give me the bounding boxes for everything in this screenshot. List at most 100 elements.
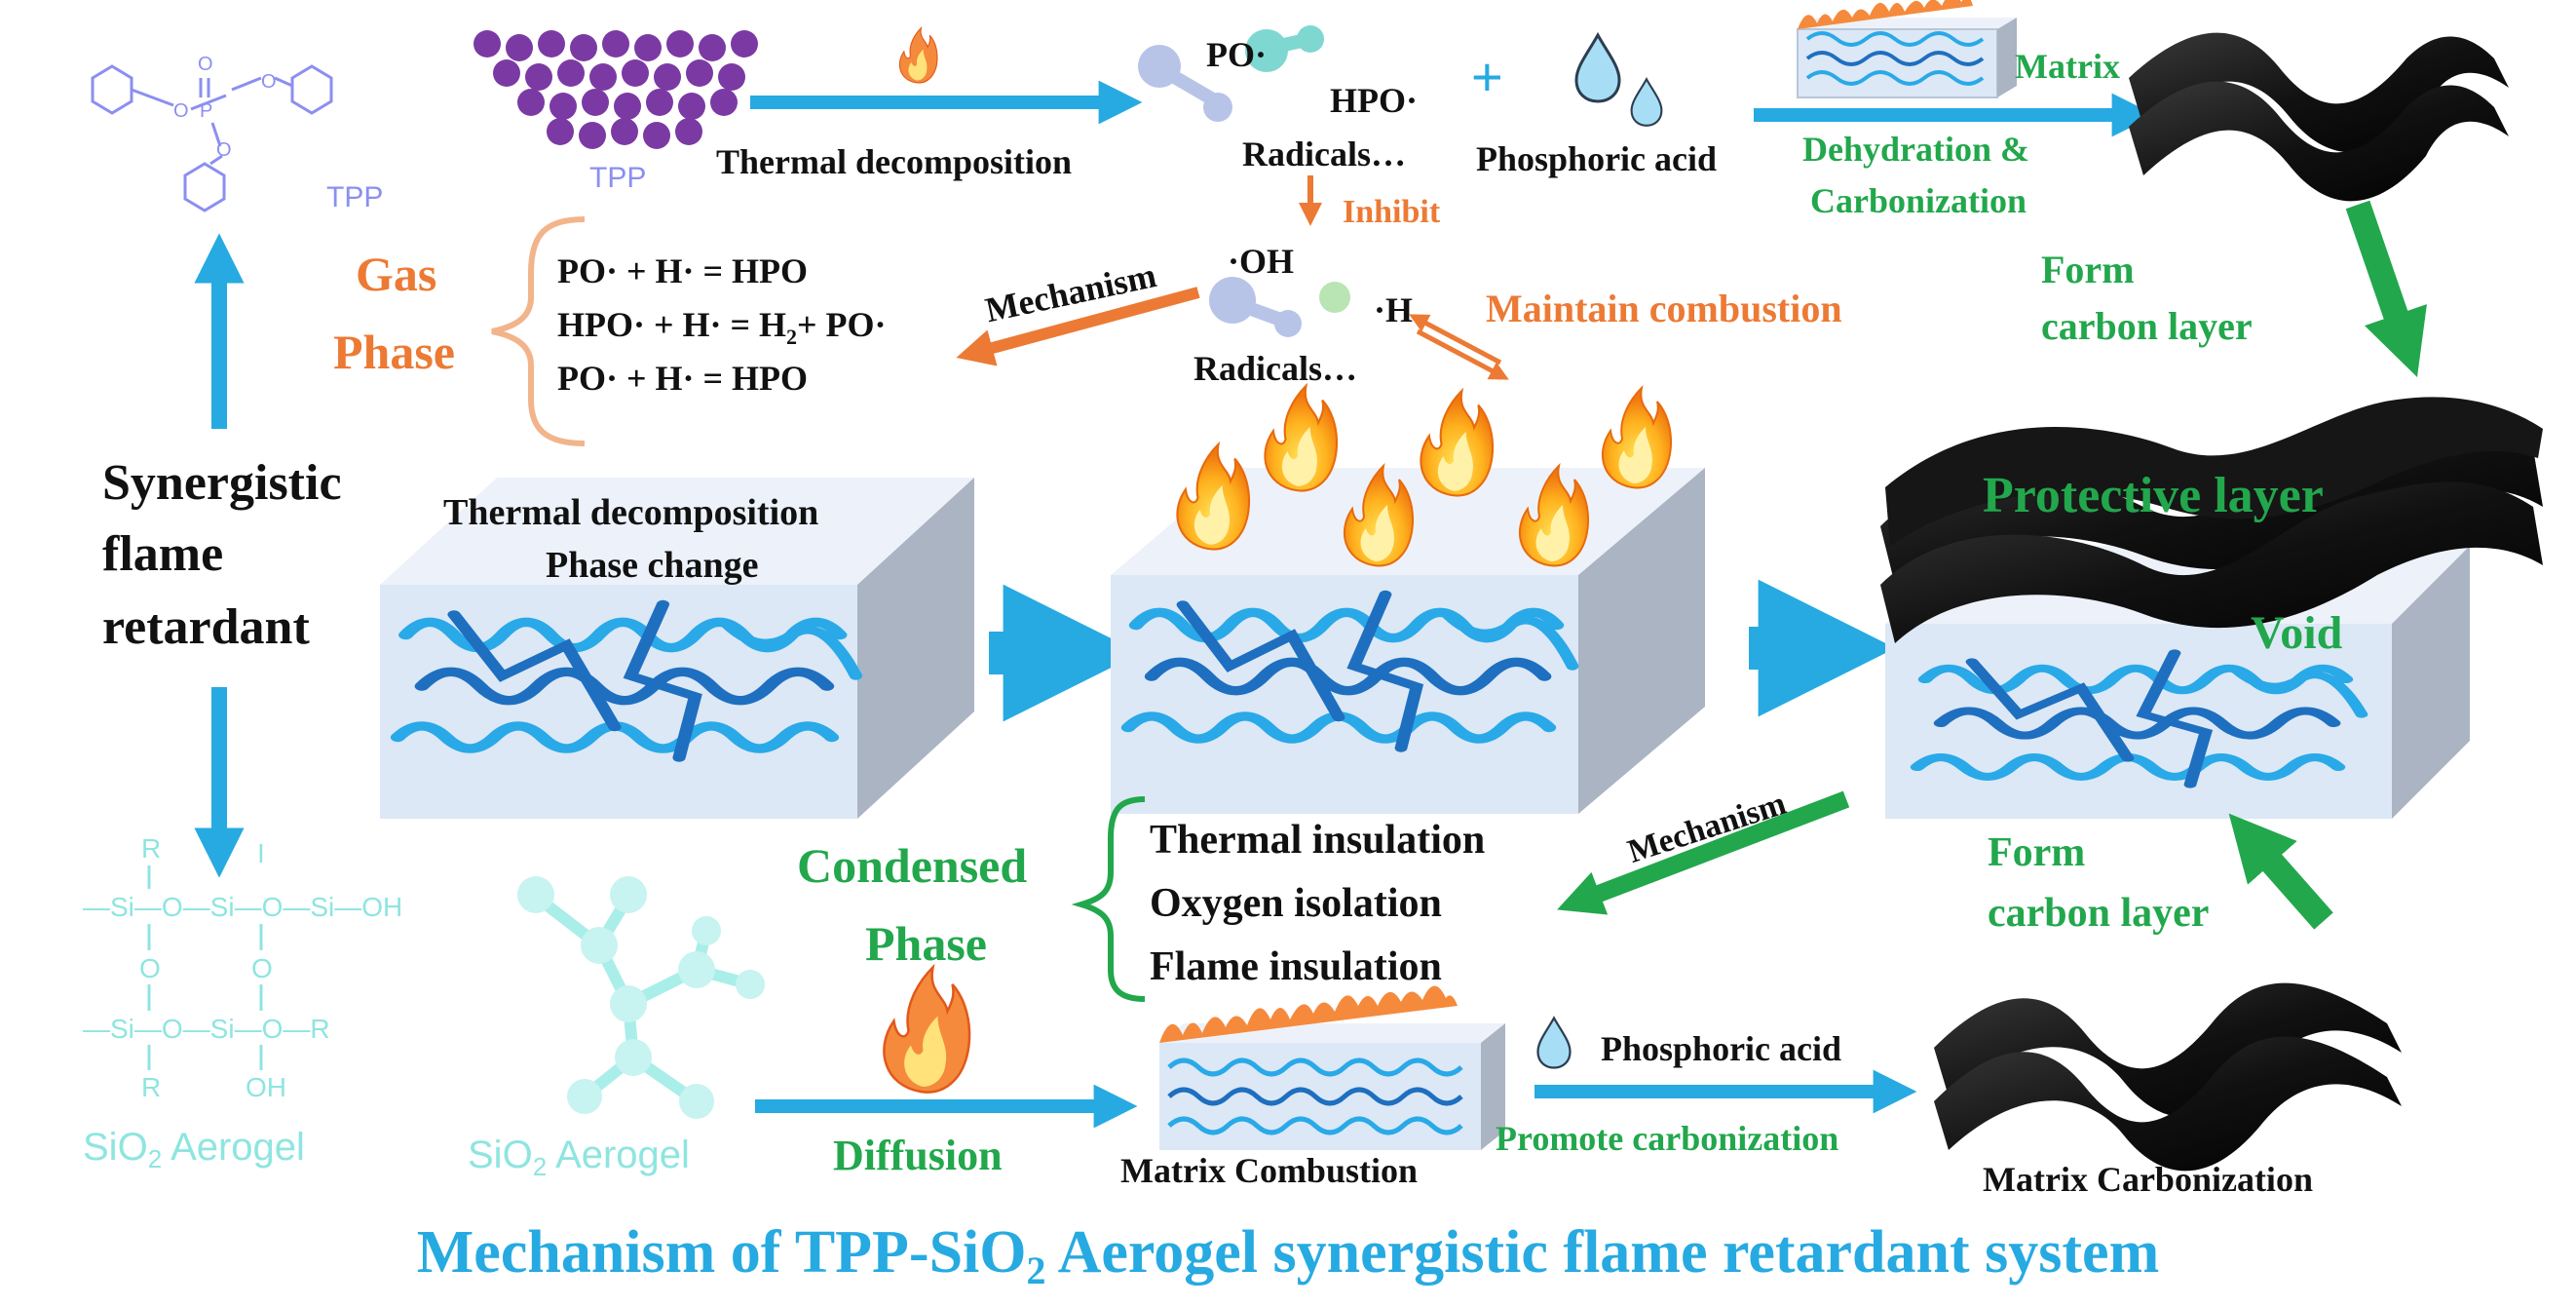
radical-po: PO· xyxy=(1206,35,1267,74)
oxygen-isolation: Oxygen isolation xyxy=(1150,881,1442,926)
radical-h: ·H xyxy=(1374,290,1413,329)
phosphoric-acid-top-label: Phosphoric acid xyxy=(1476,139,1717,178)
radical-hpo: HPO· xyxy=(1330,81,1418,120)
tpp-particle xyxy=(654,63,681,91)
tpp-o-double: O xyxy=(198,54,213,75)
svg-text:—Si—O—Si—O—Si—OH: —Si—O—Si—O—Si—OH xyxy=(83,892,402,922)
tpp-structure-label: TPP xyxy=(326,181,383,213)
svg-text:O: O xyxy=(139,953,161,983)
arrow-mechanism-bottom xyxy=(1557,790,1850,915)
svg-text:—Si—O—Si—O—R: —Si—O—Si—O—R xyxy=(83,1014,330,1044)
matrix-block-1 xyxy=(380,478,974,819)
condensed-phase-line2: Phase xyxy=(865,916,987,971)
sio2-structure-bonds xyxy=(147,865,263,1070)
tpp-particle xyxy=(582,89,609,116)
thermal-insulation: Thermal insulation xyxy=(1150,818,1485,863)
tpp-particle xyxy=(570,34,597,61)
phosphoric-acid-icon xyxy=(1574,33,1663,127)
tpp-particle xyxy=(525,63,552,91)
phosphoric-acid-drop-icon xyxy=(1536,1017,1572,1069)
arrow-mechanism-top xyxy=(956,287,1200,366)
svg-text:OH: OH xyxy=(246,1072,286,1102)
block-label-line1: Thermal decomposition xyxy=(443,492,818,533)
sio2-structure-label: SiO2 Aerogel xyxy=(83,1126,305,1173)
radicals-mid-label: Radicals… xyxy=(1193,349,1357,388)
arrow-maintain-forward xyxy=(1416,328,1509,380)
tpp-particle xyxy=(710,89,738,116)
form-carbon-bottom-line1: Form xyxy=(1988,830,2085,875)
form-carbon-bottom-line2: carbon layer xyxy=(1988,891,2209,936)
mechanism-top-label: Mechanism xyxy=(982,255,1159,329)
dehydration-line2: Carbonization xyxy=(1810,181,2027,220)
form-carbon-top-line1: Form xyxy=(2041,248,2135,291)
tpp-particle xyxy=(493,59,520,87)
maintain-combustion-label: Maintain combustion xyxy=(1486,287,1842,330)
svg-text:R: R xyxy=(141,1072,161,1102)
reaction-1: PO· + H· = HPO xyxy=(557,251,808,290)
tpp-particle xyxy=(474,30,501,58)
svg-text:O: O xyxy=(251,953,273,983)
tpp-particle xyxy=(589,63,617,91)
tpp-particle xyxy=(506,34,533,61)
tpp-o-right: O xyxy=(261,71,277,93)
arrow-form-carbon-bottom xyxy=(2228,813,2333,930)
dehydration-line1: Dehydration & xyxy=(1802,130,2029,169)
reaction-3: PO· + H· = HPO xyxy=(557,359,808,398)
reaction-2: HPO· + H· = H2+ PO· xyxy=(557,305,887,349)
matrix-combustion-label: Matrix Combustion xyxy=(1120,1151,1418,1190)
phosphoric-acid-bottom-label: Phosphoric acid xyxy=(1601,1029,1841,1068)
tpp-particle xyxy=(549,93,577,120)
tpp-particle xyxy=(611,118,638,145)
arrow-maintain-back xyxy=(1409,314,1502,365)
tpp-particle xyxy=(643,122,670,149)
matrix-carbonization-label: Matrix Carbonization xyxy=(1983,1160,2313,1199)
carbon-layer-bottom xyxy=(1934,982,2402,1172)
tpp-particles-label: TPP xyxy=(589,162,646,194)
void-label: Void xyxy=(2251,607,2343,659)
matrix-combustion-block xyxy=(1159,985,1505,1150)
plus-sign: + xyxy=(1471,46,1503,107)
tpp-structure xyxy=(91,64,333,212)
flame-icon-bottom xyxy=(883,966,971,1094)
gas-phase-brace xyxy=(491,216,586,446)
tpp-particle xyxy=(675,118,702,145)
figure-title: Mechanism of TPP-SiO2 Aerogel synergisti… xyxy=(417,1219,2159,1292)
tpp-o-left: O xyxy=(173,100,189,122)
tpp-particle xyxy=(666,30,694,58)
tpp-particle xyxy=(731,30,758,58)
tpp-particles xyxy=(474,30,758,149)
tpp-particle xyxy=(517,89,545,116)
protective-layer-label: Protective layer xyxy=(1983,468,2324,523)
sio2-structure: —Si—O—Si—O—Si—OH —Si—O—Si—O—R R I O O R … xyxy=(83,833,402,1102)
block-label-line2: Phase change xyxy=(546,545,759,586)
svg-text:I: I xyxy=(257,838,265,868)
sio2-molecule-icon xyxy=(517,876,765,1119)
condensed-phase-line1: Condensed xyxy=(797,838,1027,893)
gas-phase-line2: Phase xyxy=(333,325,455,379)
radicals-molecule-icon xyxy=(1138,25,1324,122)
synergistic-line2: flame xyxy=(102,526,223,582)
tpp-particle xyxy=(602,30,629,58)
tpp-particle xyxy=(547,118,574,145)
condensed-phase-brace xyxy=(1071,796,1146,1002)
flame-insulation: Flame insulation xyxy=(1150,944,1442,989)
diffusion-label: Diffusion xyxy=(833,1132,1003,1179)
tpp-particle xyxy=(686,59,713,87)
tpp-p: P xyxy=(200,100,212,122)
arrow-form-carbon-top xyxy=(2345,200,2427,377)
tpp-particle xyxy=(699,34,726,61)
gas-phase-line1: Gas xyxy=(356,247,436,301)
radicals-oh-h-icon xyxy=(1209,277,1350,337)
flame-icon xyxy=(898,27,938,84)
tpp-particle xyxy=(538,30,565,58)
form-carbon-top-line2: carbon layer xyxy=(2041,304,2253,348)
synergistic-line1: Synergistic xyxy=(102,455,342,511)
tpp-particle xyxy=(646,89,673,116)
radical-oh: ·OH xyxy=(1228,242,1294,281)
burning-matrix-block-top xyxy=(1797,0,2017,98)
carbon-layer-top xyxy=(2129,32,2509,202)
tpp-particle xyxy=(622,59,649,87)
tpp-particle xyxy=(634,34,662,61)
synergistic-line3: retardant xyxy=(102,599,310,655)
